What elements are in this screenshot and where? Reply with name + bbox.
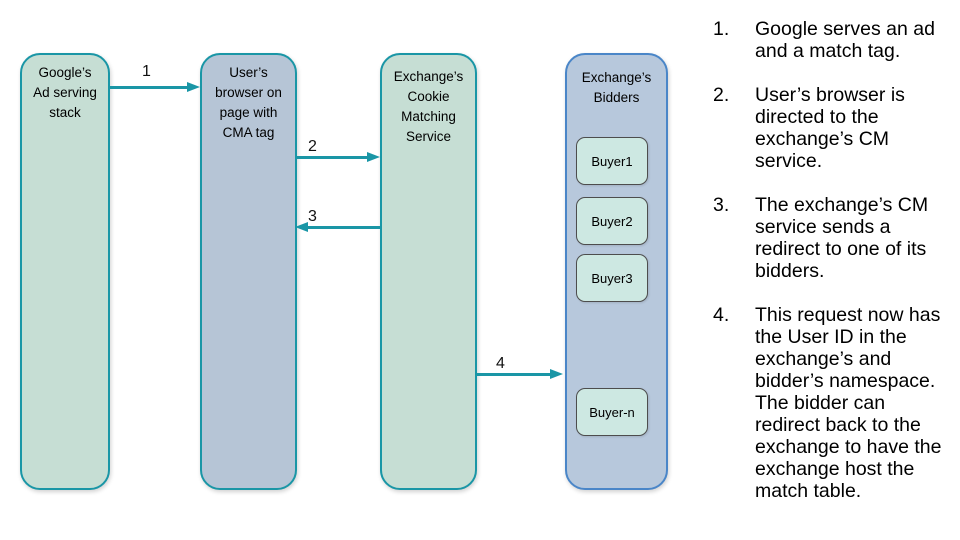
arrow-4-line [477, 373, 550, 376]
arrow-1-head-icon [187, 82, 200, 92]
node-exchange-bidders-label: Exchange’s Bidders [581, 70, 652, 105]
node-user-browser: User’s browser on page with CMA tag [200, 53, 297, 490]
buyer2-box: Buyer2 [576, 197, 648, 245]
node-google-ad-serving-stack: Google’s Ad serving stack [20, 53, 110, 490]
node-cookie-matching-service-label: Exchange’s Cookie Matching Service [393, 69, 464, 144]
note-3-number: 3. [713, 194, 730, 216]
arrow-1-line [110, 86, 188, 89]
arrow-4-label: 4 [496, 355, 505, 372]
arrow-2-line [297, 156, 367, 159]
note-item-3: 3. The exchange’s CM service sends a red… [713, 194, 953, 282]
buyer1-box: Buyer1 [576, 137, 648, 185]
buyer1-label: Buyer1 [591, 153, 633, 169]
arrow-2-label: 2 [308, 138, 317, 155]
arrow-2-head-icon [367, 152, 380, 162]
arrow-3-line [308, 226, 380, 229]
buyer-n-label: Buyer-n [589, 404, 635, 420]
note-item-4: 4. This request now has the User ID in t… [713, 304, 953, 502]
note-4-text: This request now has the User ID in the … [755, 304, 942, 502]
node-exchange-bidders: Exchange’s Bidders Buyer1 Buyer2 Buyer3 … [565, 53, 668, 490]
note-2-text: User’s browser is directed to the exchan… [755, 84, 905, 172]
arrow-3-label: 3 [308, 208, 317, 225]
node-cookie-matching-service: Exchange’s Cookie Matching Service [380, 53, 477, 490]
note-item-1: 1. Google serves an ad and a match tag. [713, 18, 953, 62]
node-google-ad-serving-stack-label: Google’s Ad serving stack [33, 65, 97, 120]
buyer3-label: Buyer3 [591, 270, 633, 286]
note-1-text: Google serves an ad and a match tag. [755, 18, 935, 62]
node-user-browser-label: User’s browser on page with CMA tag [215, 65, 282, 140]
notes-list: 1. Google serves an ad and a match tag. … [713, 18, 953, 524]
arrow-1-label: 1 [142, 63, 151, 80]
arrow-3-head-icon [295, 222, 308, 232]
arrow-4-head-icon [550, 369, 563, 379]
note-1-number: 1. [713, 18, 730, 40]
buyer2-label: Buyer2 [591, 213, 633, 229]
buyer-n-box: Buyer-n [576, 388, 648, 436]
note-2-number: 2. [713, 84, 730, 106]
note-3-text: The exchange’s CM service sends a redire… [755, 194, 929, 282]
note-4-number: 4. [713, 304, 730, 326]
buyer3-box: Buyer3 [576, 254, 648, 302]
note-item-2: 2. User’s browser is directed to the exc… [713, 84, 953, 172]
